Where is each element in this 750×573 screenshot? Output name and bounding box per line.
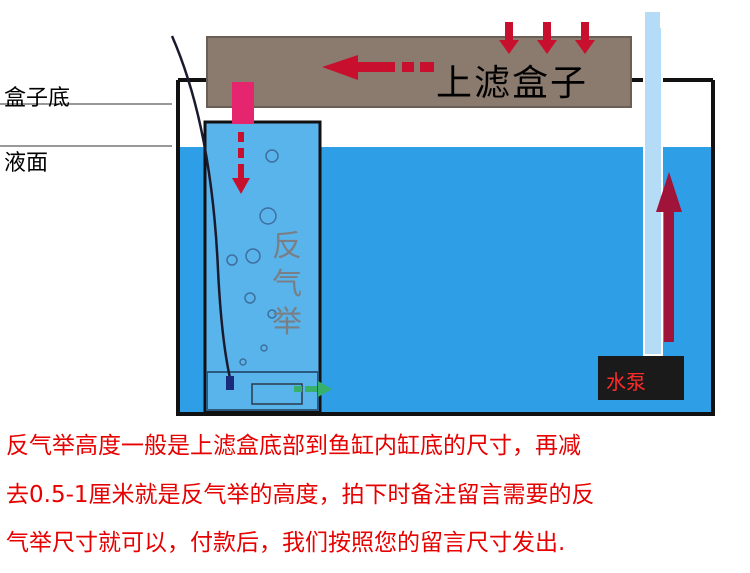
water-pump-label: 水泵 (606, 370, 646, 394)
top-filter-box (206, 36, 632, 108)
caption-line-2: 去0.5-1厘米就是反气举的高度，拍下时备注留言需要的反 (6, 482, 595, 508)
caption-line-1: 反气举高度一般是上滤盒底部到鱼缸内缸底的尺寸，再减 (6, 433, 581, 459)
water-level-label: 液面 (4, 151, 49, 176)
reverse-lift-char-2: 气 (272, 267, 302, 302)
aquarium-diagram (0, 8, 715, 416)
outlet-box (251, 383, 303, 405)
bubbles (226, 149, 279, 366)
reverse-lift-label: 反 气 举 (272, 228, 312, 342)
air-hose (170, 35, 232, 379)
return-pipe-top (475, 8, 664, 28)
upward-flow-arrow (656, 172, 682, 342)
inflow-arrows (499, 22, 595, 54)
reverse-lift-outlet (232, 82, 254, 124)
top-filter-box-label: 上滤盒子 (436, 63, 589, 104)
hose-end (226, 376, 234, 390)
leftward-flow-arrow (322, 55, 434, 80)
reverse-lift-chamber (203, 120, 322, 414)
down-flow-arrow (232, 132, 250, 194)
reverse-lift-char-3: 举 (272, 305, 302, 340)
tank-outline (176, 80, 715, 416)
water-pump (598, 356, 684, 400)
box-bottom-label: 盒子底 (4, 86, 71, 111)
outlet-green-arrow (294, 381, 332, 397)
return-pipe (643, 9, 663, 356)
caption-line-3: 气举尺寸就可以，付款后，我们按照您的留言尺寸发出. (6, 530, 566, 556)
reverse-lift-char-1: 反 (272, 229, 302, 264)
